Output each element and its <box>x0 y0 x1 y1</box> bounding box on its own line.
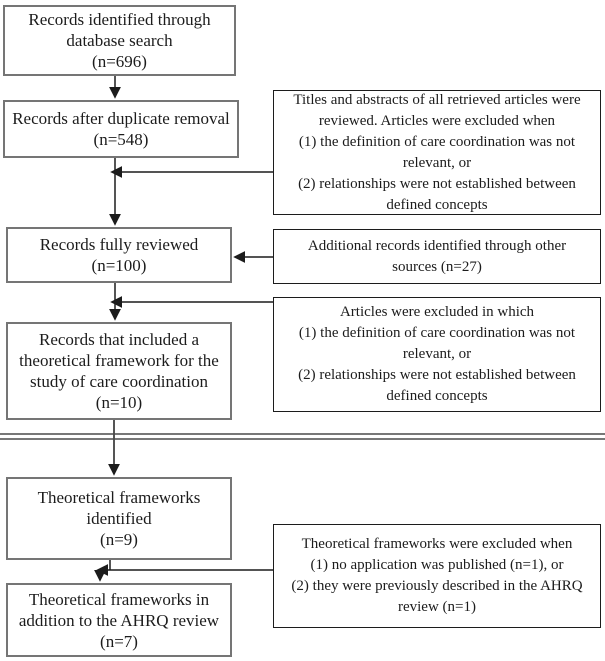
node-records-with-framework: Records that included a theoretical fram… <box>6 322 232 420</box>
node-exclusion-articles: Articles were excluded in which (1) the … <box>273 297 601 412</box>
node-additional-records: Additional records identified through ot… <box>273 229 601 284</box>
node-records-identified: Records identified through database sear… <box>3 5 236 76</box>
node-exclusion-frameworks: Theoretical frameworks were excluded whe… <box>273 524 601 628</box>
node-exclusion-titles-abstracts: Titles and abstracts of all retrieved ar… <box>273 90 601 215</box>
node-frameworks-identified: Theoretical frameworks identified (n=9) <box>6 477 232 560</box>
node-frameworks-additional: Theoretical frameworks in addition to th… <box>6 583 232 657</box>
node-records-fully-reviewed: Records fully reviewed (n=100) <box>6 227 232 283</box>
node-records-after-duplicates: Records after duplicate removal (n=548) <box>3 100 239 158</box>
